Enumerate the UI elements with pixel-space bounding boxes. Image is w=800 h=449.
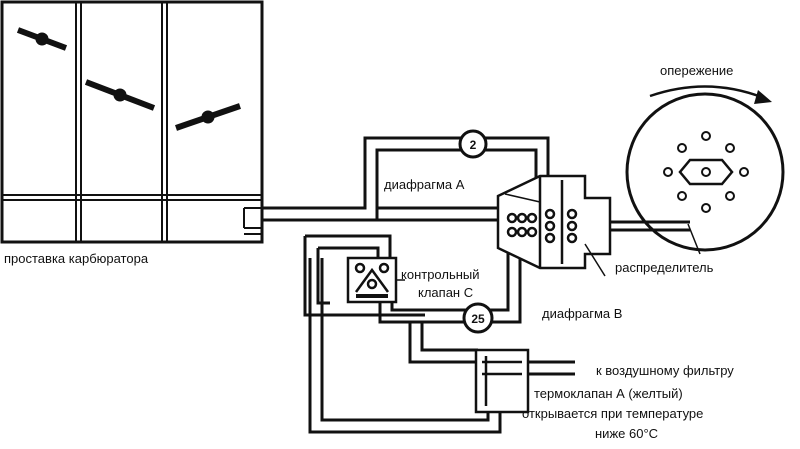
svg-text:2: 2 xyxy=(470,138,477,152)
label-check-valve-1: контрольный xyxy=(401,267,480,282)
label-thermovalve-1: термоклапан А (желтый) xyxy=(534,386,683,401)
label-air-filter: к воздушному фильтру xyxy=(596,363,734,378)
restrictor-bottom: 25 xyxy=(462,302,494,334)
check-valve-c xyxy=(346,256,398,304)
carburetor-spacer xyxy=(0,0,264,244)
label-check-valve-2: клапан С xyxy=(418,285,473,300)
label-diaphragm-a: диафрагма А xyxy=(384,177,465,192)
restrictor-top: 2 xyxy=(458,129,488,159)
label-carb-spacer: проставка карбюратора xyxy=(4,251,149,266)
advance-arrow xyxy=(649,85,772,104)
leader-lines xyxy=(396,193,701,281)
label-distributor: распределитель xyxy=(615,260,714,275)
svg-text:25: 25 xyxy=(471,312,485,326)
label-thermovalve-3: ниже 60°С xyxy=(595,426,658,441)
label-diaphragm-b: диафрагма В xyxy=(542,306,622,321)
label-thermovalve-2: открывается при температуре xyxy=(522,406,703,421)
thermovalve-a xyxy=(474,348,530,414)
diaphragm-actuator xyxy=(496,174,612,270)
vacuum-lines xyxy=(262,136,690,434)
label-advance: опережение xyxy=(660,63,733,78)
distributor xyxy=(625,92,785,252)
